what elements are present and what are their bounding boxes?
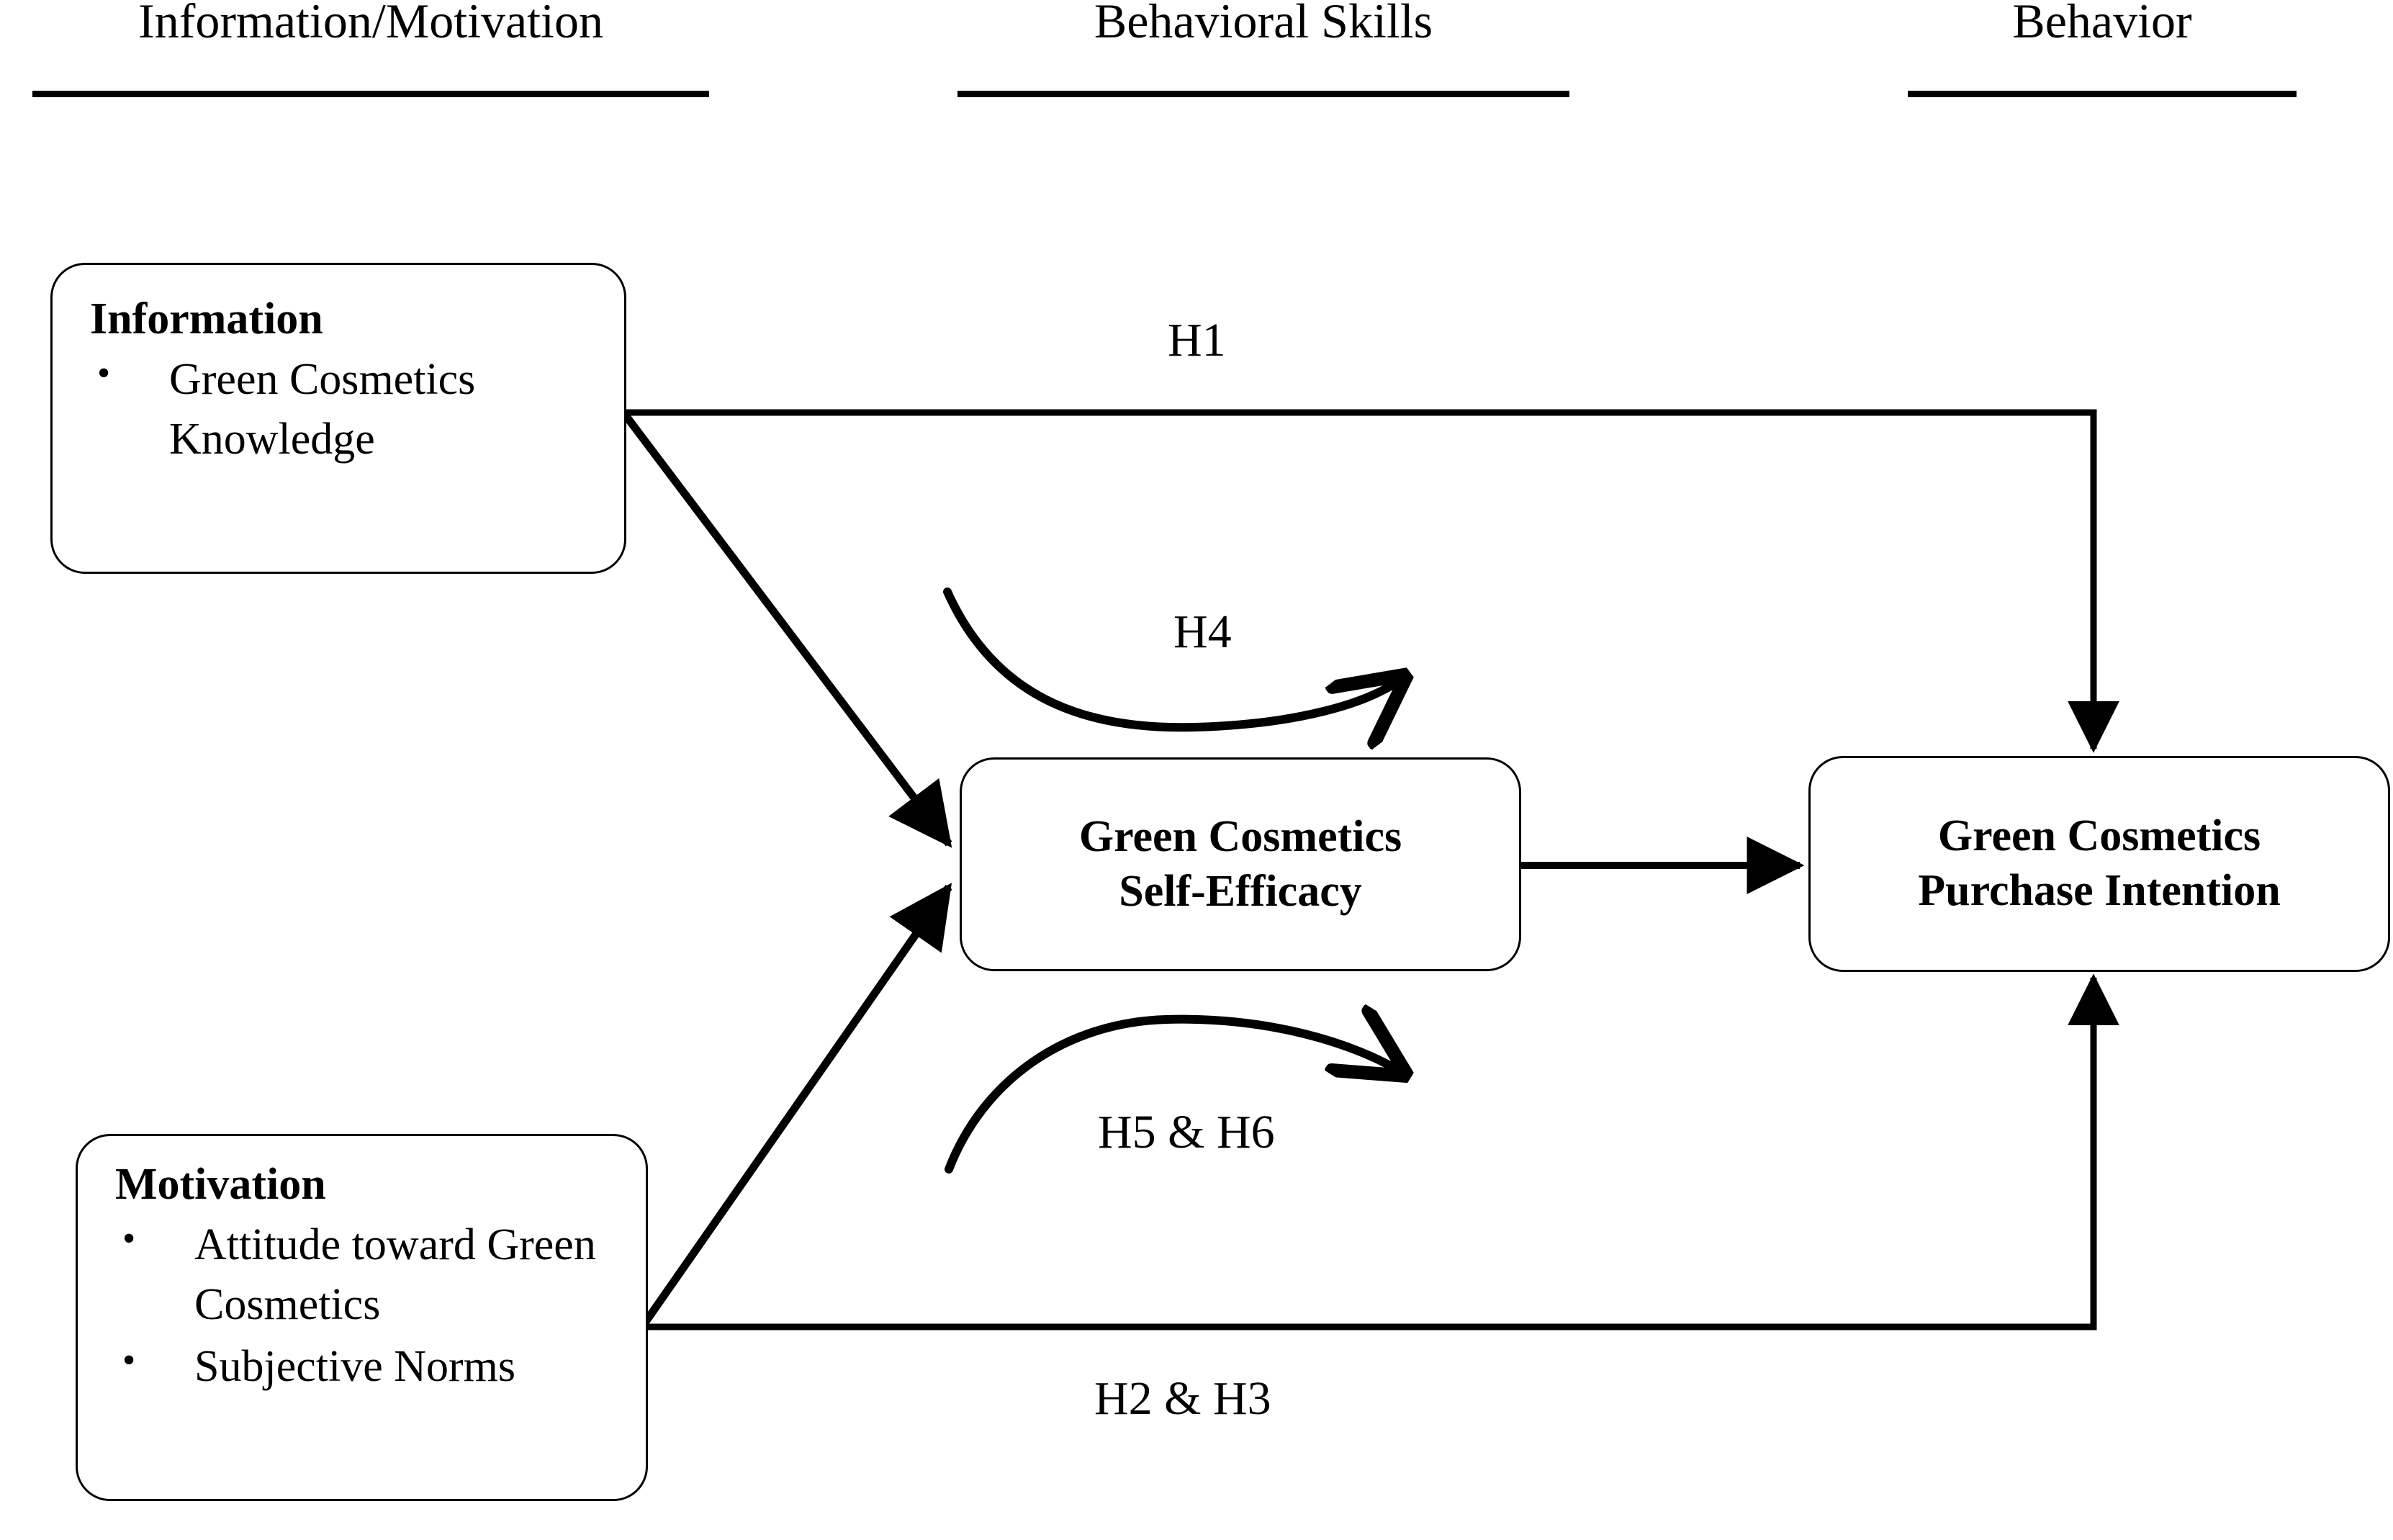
column-header-underline-information-motivation — [32, 91, 709, 97]
column-header-underline-behavioral-skills — [957, 91, 1569, 97]
node-motivation-bullet-list: Attitude toward Green Cosmetics Subjecti… — [78, 1214, 646, 1396]
connector-motivation-to-self-efficacy — [639, 883, 952, 1330]
hypothesis-label-h4: H4 — [1173, 608, 1232, 656]
hypothesis-label-h2-h3: H2 & H3 — [1094, 1375, 1271, 1423]
node-green-cosmetics-self-efficacy[interactable]: Green Cosmetics Self-Efficacy — [960, 757, 1521, 971]
node-purchase-intention-line1: Green Cosmetics — [1937, 811, 2261, 861]
connector-h1-information-to-purchase-intention — [623, 409, 2119, 753]
hypothesis-label-h1: H1 — [1168, 317, 1226, 364]
hypothesis-label-text: H4 — [1173, 605, 1232, 658]
node-information[interactable]: Information Green Cosmetics Knowledge — [50, 263, 626, 574]
hypothesis-label-text: H2 & H3 — [1094, 1372, 1271, 1425]
column-header-label: Behavioral Skills — [1094, 0, 1433, 48]
hypothesis-label-h5-h6: H5 & H6 — [1098, 1109, 1275, 1156]
column-header-label: Information/Motivation — [138, 0, 603, 48]
node-information-bullet-list: Green Cosmetics Knowledge — [53, 348, 624, 469]
node-motivation-heading: Motivation — [115, 1160, 326, 1209]
node-green-cosmetics-purchase-intention[interactable]: Green Cosmetics Purchase Intention — [1808, 756, 2390, 972]
column-header-behavior: Behavior — [1908, 0, 2297, 47]
column-header-underline-behavior — [1908, 91, 2297, 97]
hypothesis-label-text: H1 — [1168, 314, 1226, 366]
node-information-heading: Information — [90, 294, 323, 343]
list-item: Subjective Norms — [115, 1336, 646, 1396]
node-self-efficacy-line2: Self-Efficacy — [1119, 866, 1362, 916]
column-header-information-motivation: Information/Motivation — [32, 0, 709, 47]
connector-information-to-self-efficacy — [620, 410, 952, 848]
list-item: Green Cosmetics Knowledge — [90, 348, 624, 469]
node-purchase-intention-line2: Purchase Intention — [1918, 866, 2281, 915]
hypothesis-label-text: H5 & H6 — [1098, 1106, 1275, 1158]
list-item: Attitude toward Green Cosmetics — [115, 1214, 646, 1334]
column-header-label: Behavior — [2012, 0, 2192, 48]
node-motivation[interactable]: Motivation Attitude toward Green Cosmeti… — [76, 1134, 648, 1501]
column-header-behavioral-skills: Behavioral Skills — [957, 0, 1569, 47]
node-self-efficacy-line1: Green Cosmetics — [1078, 811, 1402, 861]
connector-h2-h3-motivation-to-purchase-intention — [642, 973, 2119, 1330]
